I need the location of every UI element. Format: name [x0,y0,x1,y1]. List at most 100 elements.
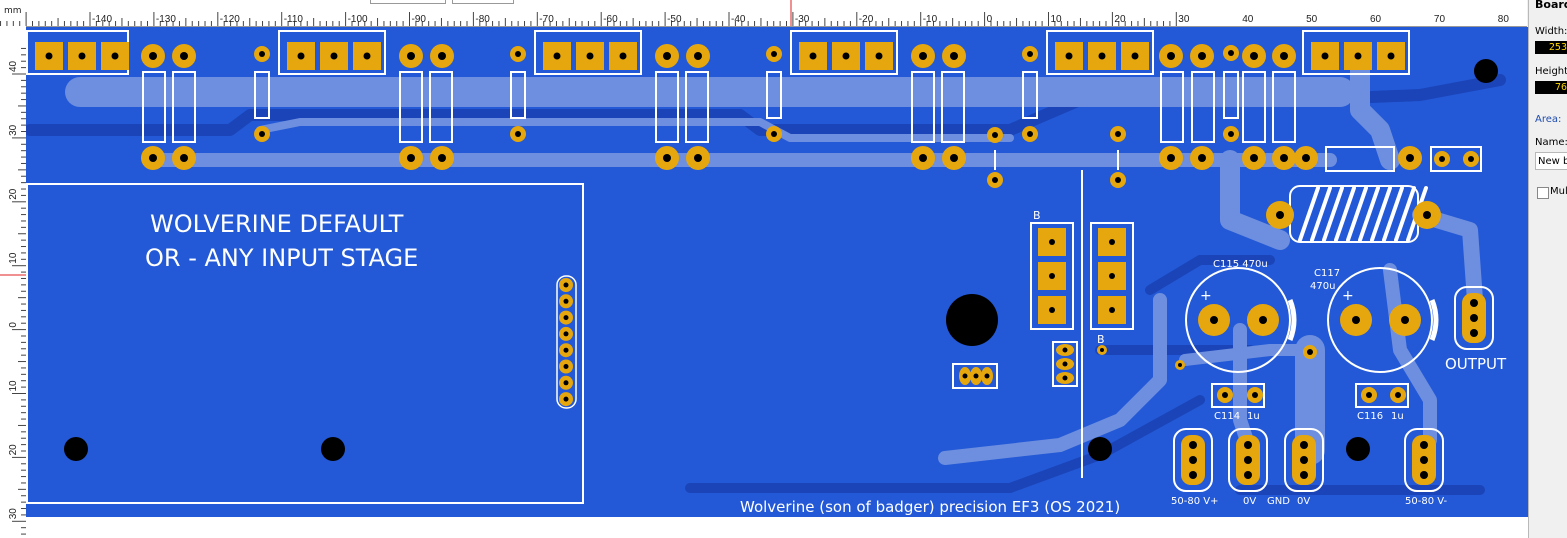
ruler-x-label: -130 [156,14,176,25]
pcb-canvas[interactable]: .sk{fill:none;stroke:#fff;stroke-width:2… [26,27,1528,517]
terminal-hole [1300,456,1308,464]
pad-hole [330,52,338,60]
name-label: Name: [1535,137,1567,148]
width-value[interactable]: 253. [1535,41,1567,54]
multi-label: Mul [1550,186,1567,197]
pad-hole [1115,131,1121,137]
terminal-hole [1420,441,1428,449]
board-title-line2: OR - ANY INPUT STAGE [145,244,418,272]
pad-hole [1027,131,1033,137]
terminal-hole [1420,456,1428,464]
coil-winding [1370,186,1392,242]
pad-hole [842,52,850,60]
ruler-x-label: -20 [859,14,874,25]
pad-hole [619,52,627,60]
pad-hole [663,52,671,60]
pcb-drawing: .sk{fill:none;stroke:#fff;stroke-width:2… [26,30,1507,516]
coil-winding [1346,186,1368,242]
width-label: Width: [1535,26,1567,37]
ruler-x-label: 0 [987,14,993,25]
terminal-hole [1244,471,1252,479]
pad-hole [45,52,53,60]
pad-hole [563,298,569,304]
coil-winding [1298,186,1320,242]
terminal-hole [1189,441,1197,449]
ruler-x-label: -40 [731,14,746,25]
pad-hole [407,52,415,60]
label-b1: B [1033,209,1041,222]
pad-hole [553,52,561,60]
pad-hole [438,154,446,162]
ruler-x-label: 50 [1306,14,1318,25]
pad-hole [563,315,569,321]
ruler-x-label: -60 [603,14,618,25]
ruler-x-label: 70 [1434,14,1446,25]
mounting-holes [64,59,1498,461]
power-resistor [1266,185,1441,243]
ruler-x-label: -30 [795,14,810,25]
ruler-x-label: -80 [475,14,490,25]
pad-hole [694,154,702,162]
ruler-y-label: 40 [8,60,19,72]
pad-hole [992,132,998,138]
pad-hole [1098,52,1106,60]
pad-hole [259,51,265,57]
ruler-x-label: 10 [1051,14,1063,25]
pad-hole [694,52,702,60]
pad-hole [563,282,569,288]
area-label: Area: [1535,114,1562,125]
zero-v-label-2: 0V [1297,496,1310,507]
pad-hole [363,52,371,60]
pad-hole [1062,375,1068,381]
gnd-label: GND [1267,496,1290,507]
pad-hole [1280,154,1288,162]
pad-hole [111,52,119,60]
pad-hole [1115,177,1121,183]
pad-hole [1062,361,1068,367]
pad-hole [259,131,265,137]
output-label: OUTPUT [1445,355,1507,373]
ruler-y-label: 10 [8,252,19,264]
c117-value: 470u [1310,281,1335,292]
c116-label: C116 [1357,411,1383,422]
pad-hole [1228,50,1234,56]
ruler-y-label: 30 [8,508,19,520]
height-value[interactable]: 76. [1535,81,1567,94]
terminal-hole [1244,456,1252,464]
pin-header-outline [556,275,577,409]
pad-hole [992,177,998,183]
ruler-x-label: -90 [412,14,427,25]
coil-winding [1382,186,1404,242]
terminal-hole [1470,299,1478,307]
pad-hole [1250,154,1258,162]
c117-plus: + [1342,288,1354,304]
pad-hole [1228,131,1234,137]
terminal-outline [1404,428,1444,492]
terminal-hole [1470,314,1478,322]
pad-hole [563,331,569,337]
pad-hole [1198,52,1206,60]
top-ruler[interactable]: -140-130-120-110-100-90-80-70-60-50-40-3… [0,0,1527,27]
ruler-y-label: 20 [8,188,19,200]
pad-hole [984,373,990,379]
ruler-x-label: -110 [284,14,304,25]
pad-hole [950,154,958,162]
coil-winding [1310,186,1332,242]
terminal-hole [1300,471,1308,479]
terminal-outline [1173,428,1213,492]
pad-hole [407,154,415,162]
ruler-marker-left [370,0,446,4]
terminal-hole [1300,441,1308,449]
pad-hole [1321,52,1329,60]
name-input[interactable]: New b [1535,152,1567,170]
pad-hole [515,131,521,137]
pad-hole [515,51,521,57]
ruler-x-label: -70 [539,14,554,25]
pad-hole [563,396,569,402]
board-properties-panel: Board Width: 253. Height 76. Area: Name:… [1528,0,1567,538]
pad-hole [1131,52,1139,60]
multi-checkbox[interactable] [1537,187,1549,199]
ruler-y-label: 0 [8,322,19,328]
